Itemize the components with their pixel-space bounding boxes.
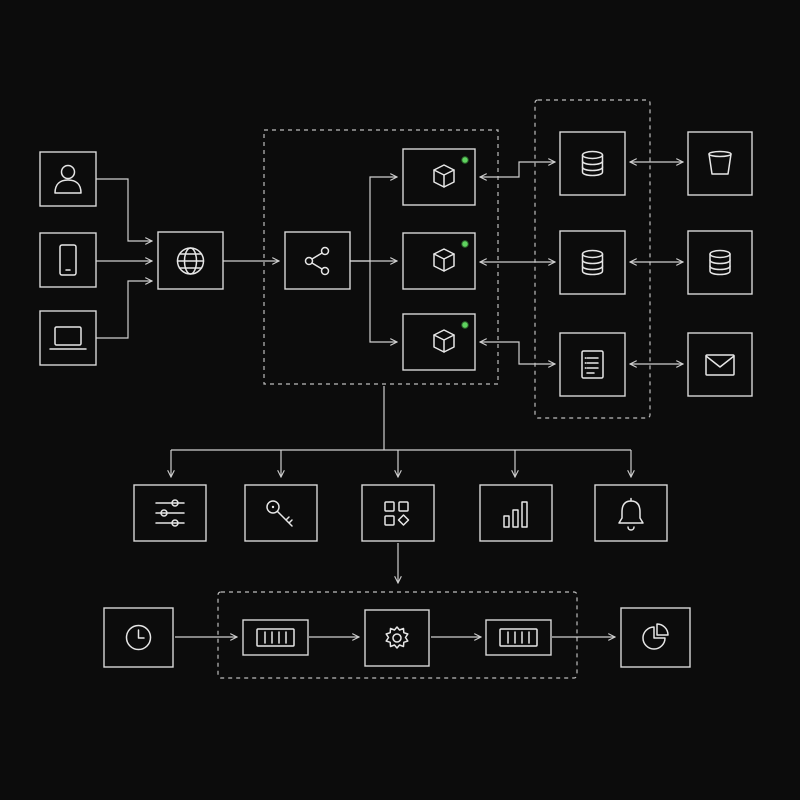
user-node[interactable] bbox=[39, 151, 97, 207]
bell-icon bbox=[618, 497, 644, 531]
bar-chart-icon bbox=[503, 501, 528, 528]
scheduler-node[interactable] bbox=[103, 607, 174, 668]
key-icon bbox=[266, 500, 293, 527]
external-database-node[interactable] bbox=[687, 230, 753, 295]
database-icon bbox=[581, 249, 604, 276]
bucket-node[interactable] bbox=[687, 131, 753, 196]
reporting-node[interactable] bbox=[620, 607, 691, 668]
apps-node[interactable] bbox=[361, 484, 435, 542]
cube-icon bbox=[433, 329, 455, 353]
share-icon bbox=[304, 246, 330, 276]
database-node-2[interactable] bbox=[559, 230, 626, 295]
database-icon bbox=[709, 249, 731, 276]
laptop-icon bbox=[49, 326, 87, 350]
sliders-icon bbox=[155, 499, 185, 527]
worker-node[interactable] bbox=[364, 609, 430, 667]
mail-icon bbox=[705, 354, 735, 376]
documents-node[interactable] bbox=[559, 332, 626, 397]
status-indicator bbox=[461, 321, 469, 329]
settings-node[interactable] bbox=[133, 484, 207, 542]
mobile-icon bbox=[59, 244, 77, 276]
service-node-3[interactable] bbox=[402, 313, 476, 371]
router-node[interactable] bbox=[284, 231, 351, 290]
connector-laptop-gateway bbox=[96, 281, 152, 339]
gear-icon bbox=[385, 626, 409, 649]
laptop-node[interactable] bbox=[39, 310, 97, 366]
connector-user-gateway bbox=[96, 178, 152, 241]
cube-icon bbox=[433, 164, 455, 188]
notifications-node[interactable] bbox=[594, 484, 668, 542]
pie-chart-icon bbox=[642, 623, 669, 650]
auth-node[interactable] bbox=[244, 484, 318, 542]
analytics-node[interactable] bbox=[479, 484, 553, 542]
queue-node-2[interactable] bbox=[485, 619, 552, 656]
connector-router-service-3 bbox=[369, 261, 397, 342]
queue-node-1[interactable] bbox=[242, 619, 309, 656]
connectors bbox=[96, 162, 683, 637]
connector-service-1-database bbox=[480, 162, 555, 177]
document-list-icon bbox=[581, 350, 604, 379]
pipeline-boundary bbox=[217, 591, 578, 679]
apps-grid-icon bbox=[384, 501, 410, 526]
connector-router-service-1 bbox=[350, 177, 397, 262]
connector-service-3-documents bbox=[480, 342, 555, 364]
database-node-1[interactable] bbox=[559, 131, 626, 196]
bucket-icon bbox=[708, 150, 732, 175]
gateway-node[interactable] bbox=[157, 231, 224, 290]
status-indicator bbox=[461, 240, 469, 248]
queue-icon bbox=[256, 628, 295, 647]
status-indicator bbox=[461, 156, 469, 164]
mobile-node[interactable] bbox=[39, 232, 97, 288]
service-node-1[interactable] bbox=[402, 148, 476, 206]
service-node-2[interactable] bbox=[402, 232, 476, 290]
user-icon bbox=[54, 164, 82, 194]
clock-icon bbox=[125, 624, 152, 651]
cube-icon bbox=[433, 248, 455, 272]
mail-node[interactable] bbox=[687, 332, 753, 397]
service-cluster-boundary bbox=[263, 129, 499, 385]
database-icon bbox=[581, 150, 604, 177]
queue-icon bbox=[499, 628, 538, 647]
globe-icon bbox=[176, 247, 205, 275]
